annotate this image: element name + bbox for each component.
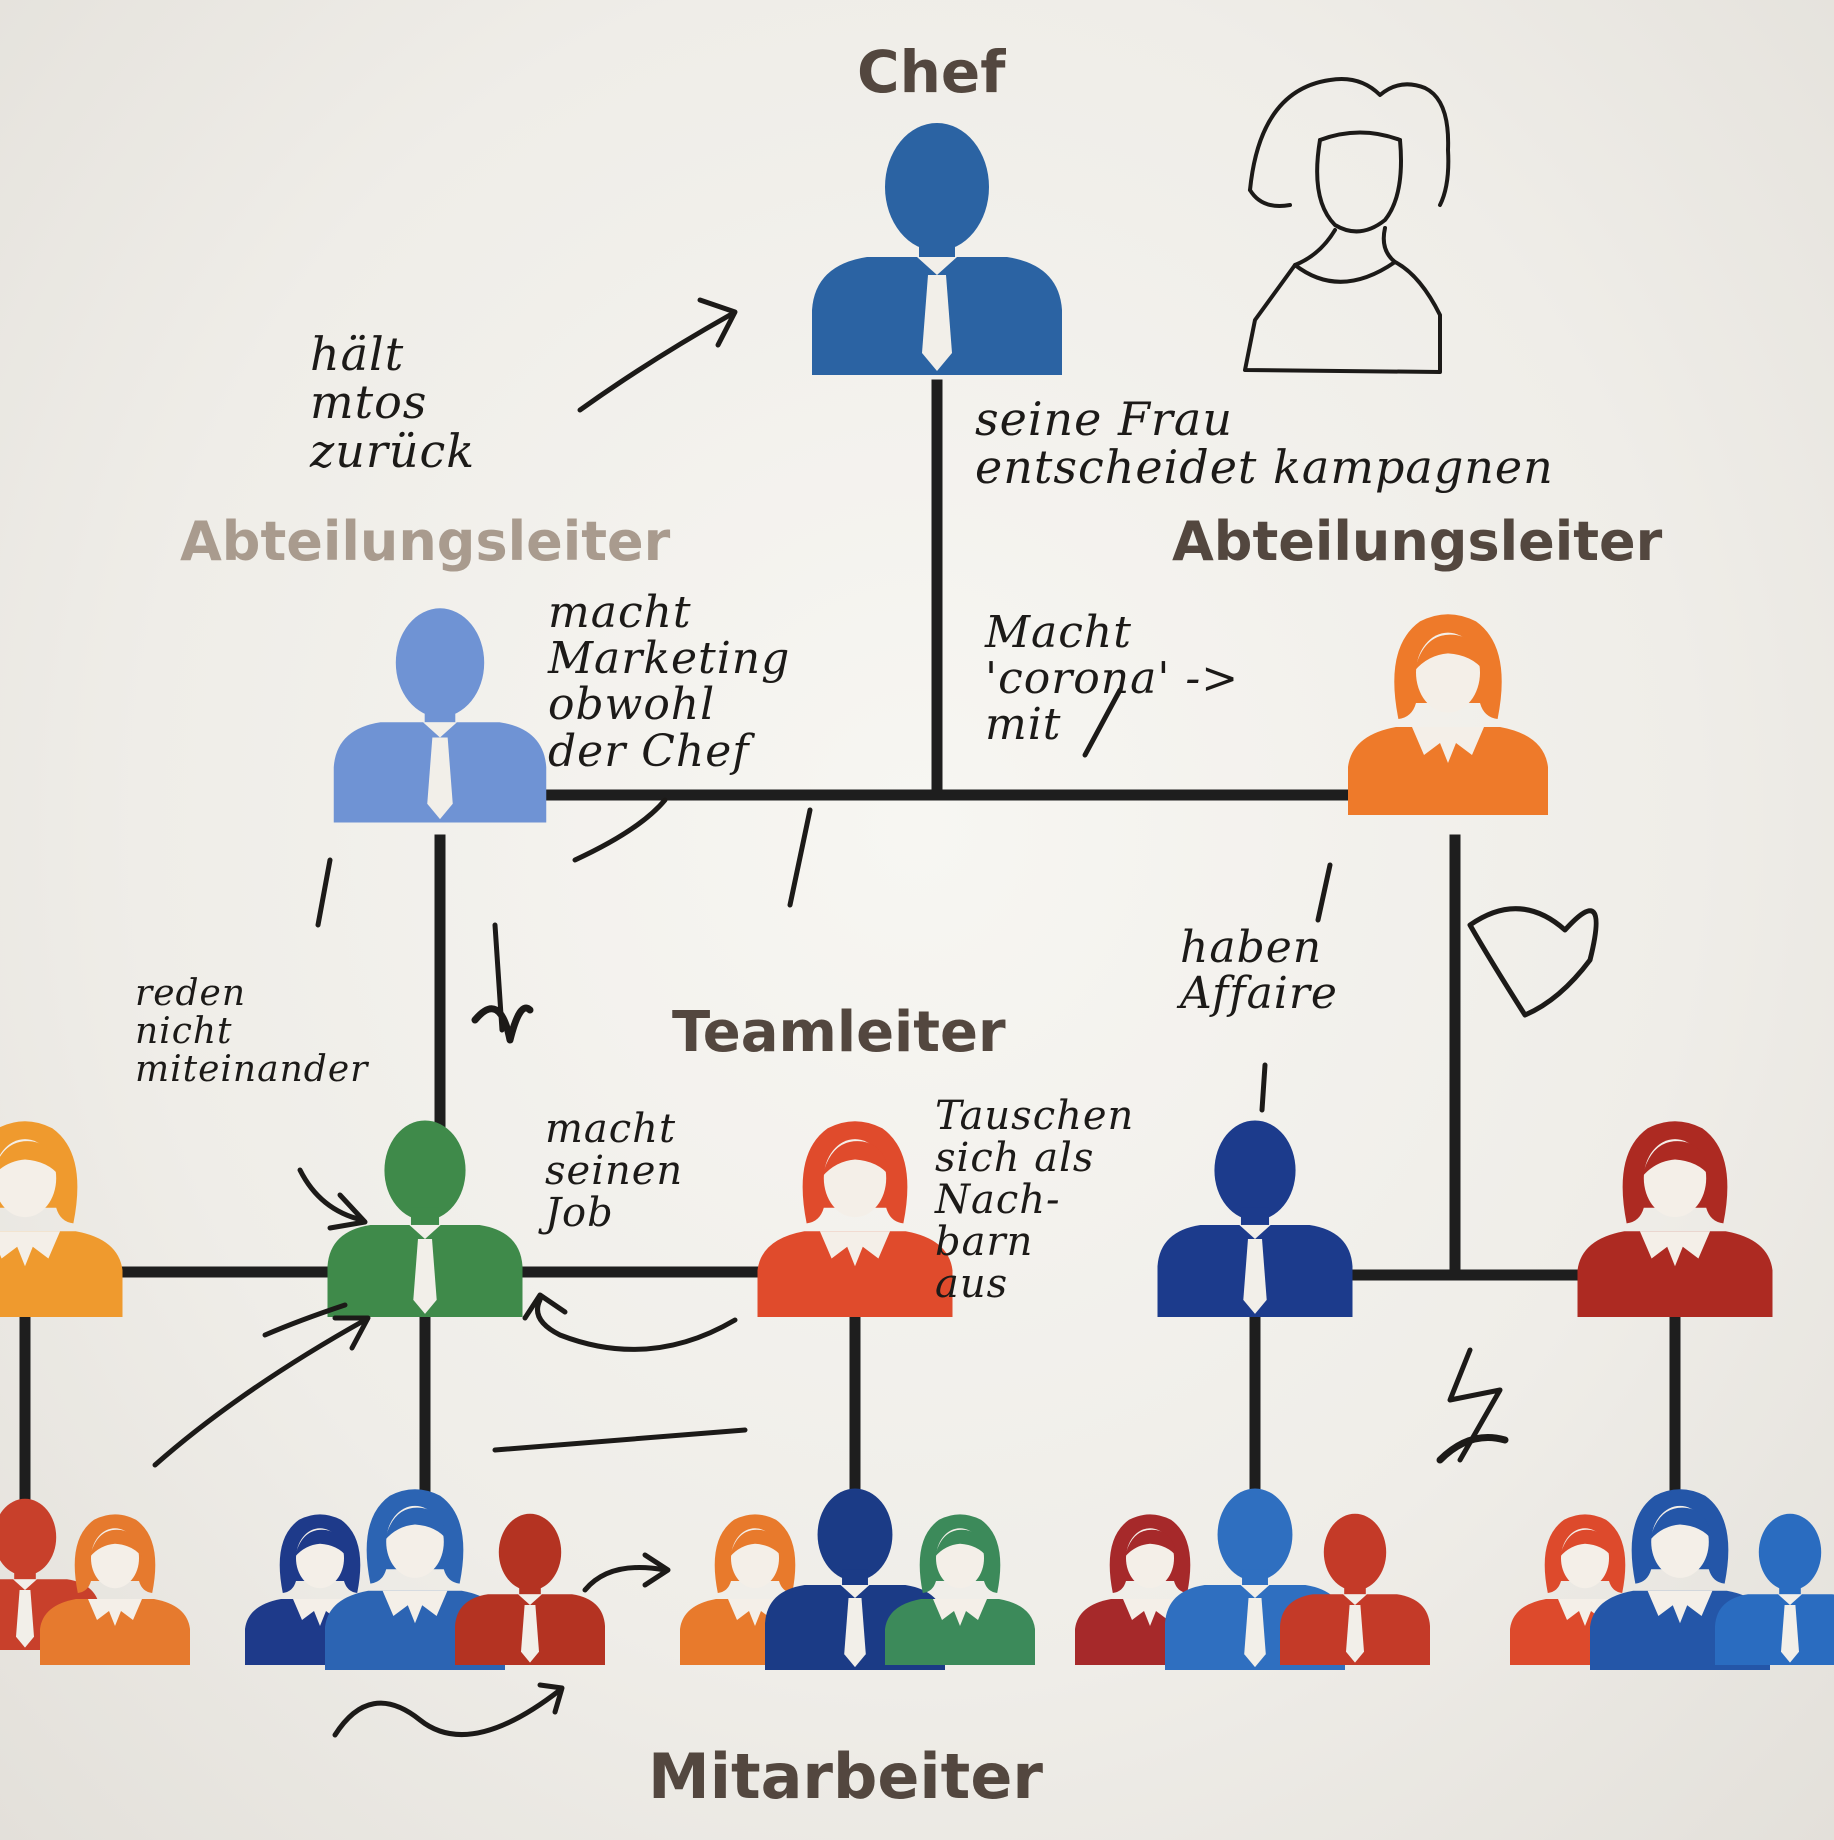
people-icons bbox=[0, 123, 1834, 1670]
mitarbeiter-icon-4-3 bbox=[1280, 1513, 1430, 1665]
arrow-swap-top-head bbox=[642, 1552, 671, 1588]
abteilungsleiter-right-icon bbox=[1348, 614, 1548, 815]
level-label-abteilungsleiter-left: Abteilungsleiter bbox=[180, 510, 671, 573]
level-label-teamleiter: Teamleiter bbox=[672, 1000, 1006, 1065]
note-macht-marketing: macht Marketing obwohl der Chef bbox=[548, 587, 791, 777]
arrow-into-green-head bbox=[327, 1192, 368, 1231]
arrow-to-chef-head bbox=[697, 297, 738, 348]
arrow-from-group-1 bbox=[152, 1317, 368, 1468]
heart-icon bbox=[1467, 906, 1599, 1018]
arrow-to-chef bbox=[577, 312, 733, 413]
mitarbeiter-icon-3-3 bbox=[885, 1514, 1035, 1665]
note-haben-affaire: haben Affaire bbox=[1180, 922, 1338, 1020]
mark-under-marketing bbox=[572, 797, 668, 863]
lightning-right bbox=[1447, 1347, 1503, 1463]
lightning-left-zig bbox=[471, 1004, 534, 1044]
arrow-back-to-green-head bbox=[522, 1292, 568, 1321]
mark-tick-right bbox=[1315, 862, 1333, 923]
mark-tick-affair bbox=[1259, 1062, 1268, 1113]
hand-drawn-marks bbox=[152, 77, 1599, 1738]
mark-tick-left bbox=[315, 857, 333, 928]
teamleiter-icon-4 bbox=[1157, 1120, 1353, 1317]
arrow-swap-bottom bbox=[332, 1687, 563, 1738]
level-label-abteilungsleiter-right: Abteilungsleiter bbox=[1172, 510, 1663, 573]
note-seine-frau: seine Frau entscheidet kampagnen bbox=[975, 392, 1554, 495]
abteilungsleiter-left-icon bbox=[333, 608, 547, 823]
arrow-into-green bbox=[297, 1167, 365, 1223]
chef-icon bbox=[812, 123, 1062, 375]
teamleiter-icon-5 bbox=[1577, 1121, 1773, 1317]
wife-sketch bbox=[1243, 77, 1451, 374]
arrow-mid-left bbox=[262, 1302, 348, 1338]
teamleiter-icon-3 bbox=[757, 1121, 953, 1317]
note-haelt-zurueck: hält mtos zurück bbox=[310, 327, 476, 478]
arrow-swap-bottom-head bbox=[537, 1682, 565, 1715]
note-macht-corona: Macht 'corona' -> mit bbox=[985, 607, 1240, 751]
level-label-chef: Chef bbox=[857, 38, 1006, 106]
note-reden-nicht: reden nicht miteinander bbox=[135, 973, 369, 1090]
mark-slash-marketing bbox=[787, 807, 813, 908]
lightning-right-base bbox=[1436, 1434, 1509, 1464]
dash-line-middle bbox=[492, 1427, 748, 1453]
arrow-back-to-green bbox=[535, 1297, 738, 1352]
mitarbeiter-icon-5-3 bbox=[1714, 1513, 1834, 1666]
mitarbeiter-icon-2-3 bbox=[455, 1513, 605, 1665]
level-label-mitarbeiter: Mitarbeiter bbox=[648, 1740, 1043, 1813]
note-tauschen: Tauschen sich als Nach- barn aus bbox=[935, 1093, 1135, 1307]
arrow-from-group-1-head bbox=[332, 1315, 371, 1351]
mark-corona-arrow bbox=[1082, 687, 1123, 758]
teamleiter-icon-2 bbox=[327, 1120, 523, 1317]
note-macht-seinen-job: macht seinen Job bbox=[545, 1106, 684, 1236]
mitarbeiter-icon-1-2 bbox=[39, 1514, 190, 1665]
arrow-swap-top bbox=[582, 1565, 668, 1593]
teamleiter-icon-1 bbox=[0, 1121, 123, 1317]
